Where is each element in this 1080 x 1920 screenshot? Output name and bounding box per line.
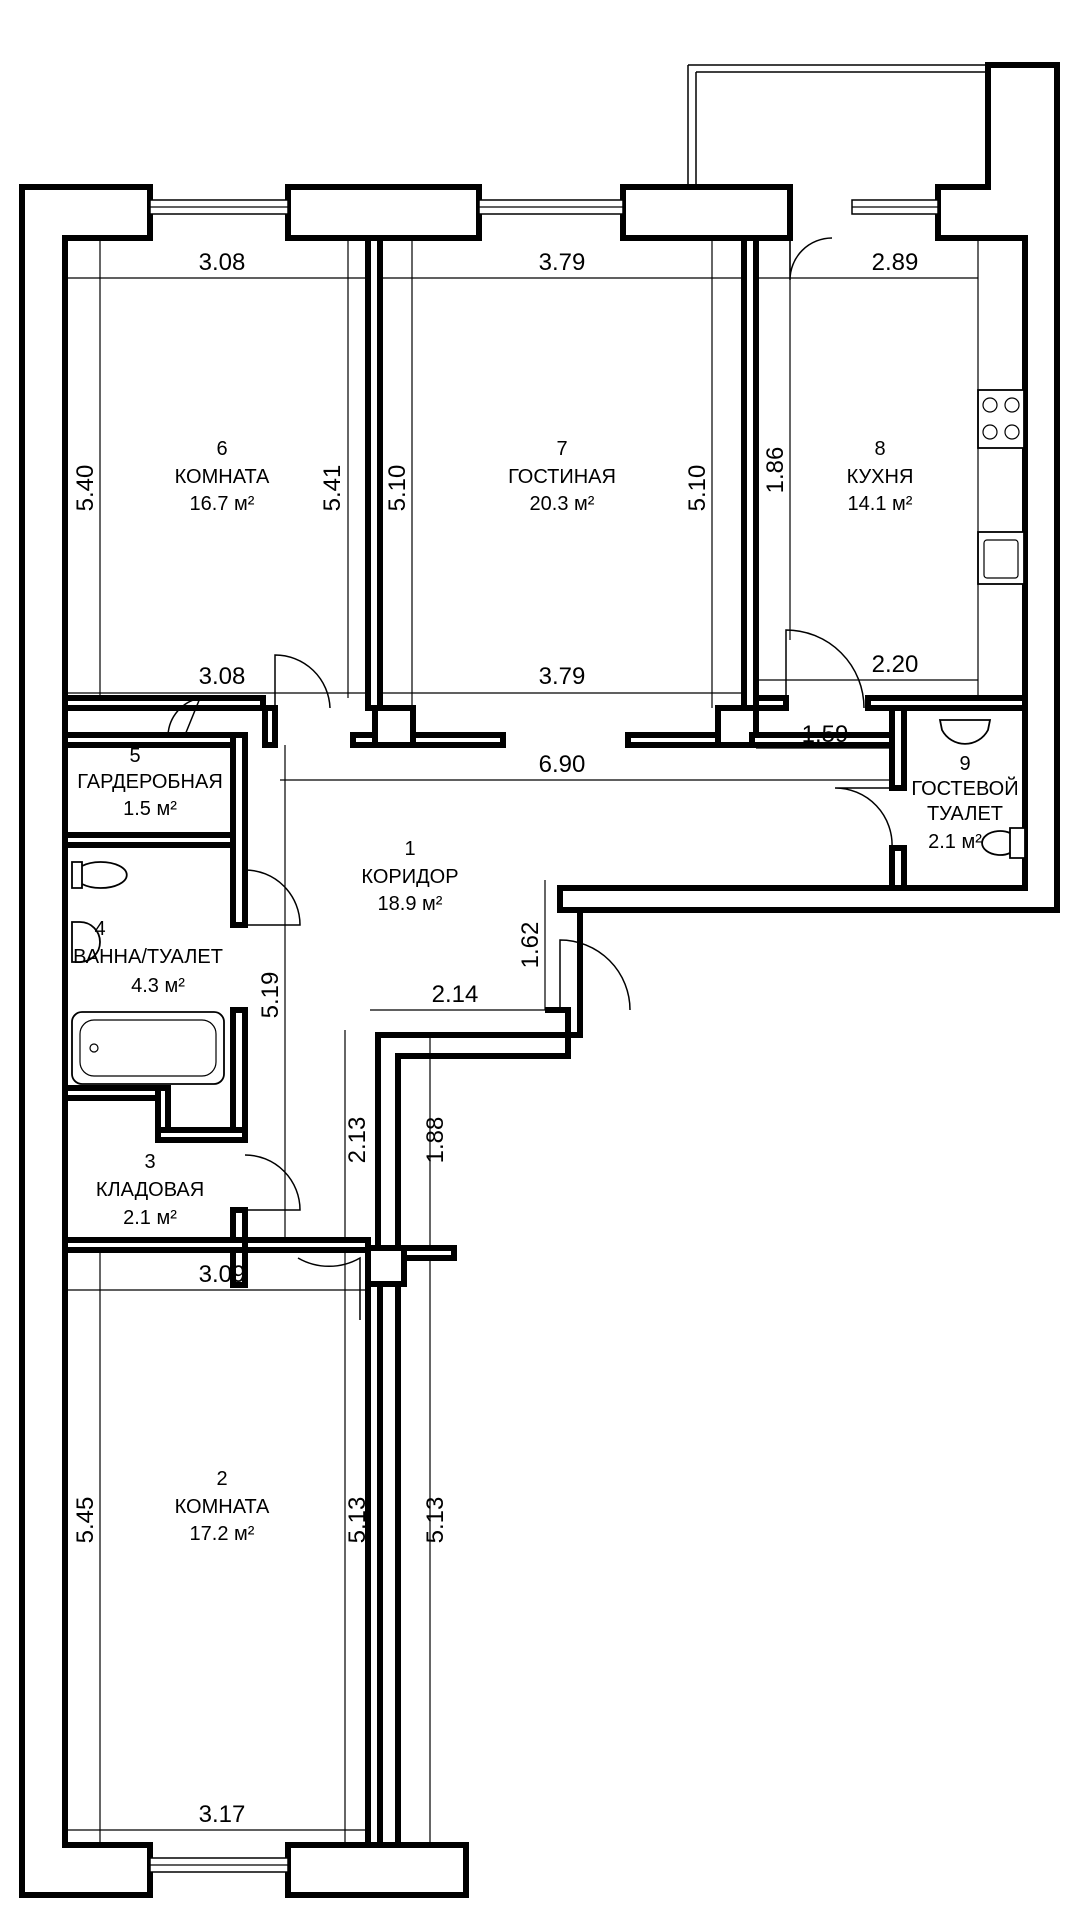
svg-text:КОМНАТА: КОМНАТА <box>175 466 270 488</box>
dim-r6-left: 5.40 <box>72 465 99 512</box>
dim-r6-top: 3.08 <box>199 249 246 276</box>
stove-icon <box>977 389 1025 449</box>
dim-r7-bottom: 3.79 <box>539 663 586 690</box>
svg-text:4: 4 <box>94 918 105 940</box>
room-2-label: 2 КОМНАТА 17.2 м² <box>175 1468 270 1545</box>
svg-text:2.1 м²: 2.1 м² <box>123 1207 177 1229</box>
svg-text:14.1 м²: 14.1 м² <box>848 493 913 515</box>
dim-corr-narrow-out: 1.88 <box>422 1117 449 1164</box>
svg-text:18.9 м²: 18.9 м² <box>378 893 443 915</box>
bathtub-icon <box>71 1011 225 1085</box>
room-3-label: 3 КЛАДОВАЯ 2.1 м² <box>96 1151 204 1229</box>
svg-text:5: 5 <box>129 745 140 767</box>
sink-icon <box>71 921 101 963</box>
dim-r2-right: 5.13 <box>344 1497 371 1544</box>
room-6-label: 6 КОМНАТА 16.7 м² <box>175 438 270 515</box>
room-5-label: 5 ГАРДЕРОБНАЯ 1.5 м² <box>77 745 223 820</box>
dim-r8-hall: 1.59 <box>802 721 849 748</box>
svg-text:4.3 м²: 4.3 м² <box>131 975 185 997</box>
dim-corr-long: 6.90 <box>539 751 586 778</box>
dim-r2-bottom: 3.17 <box>199 1801 246 1828</box>
dimension-lines <box>65 238 978 1845</box>
svg-text:ТУАЛЕТ: ТУАЛЕТ <box>927 803 1003 825</box>
svg-text:КУХНЯ: КУХНЯ <box>847 466 914 488</box>
dim-corr-step-v: 1.62 <box>517 922 544 969</box>
room-8-label: 8 КУХНЯ 14.1 м² <box>847 438 914 515</box>
svg-text:ГОСТЕВОЙ: ГОСТЕВОЙ <box>911 776 1018 800</box>
dim-r2-left: 5.45 <box>72 1497 99 1544</box>
dim-r7-left: 5.10 <box>384 465 411 512</box>
svg-text:1: 1 <box>404 838 415 860</box>
toilet-icon <box>71 861 128 889</box>
dim-r8-left: 1.86 <box>762 447 789 494</box>
svg-text:2: 2 <box>216 1468 227 1490</box>
doors <box>167 237 893 1320</box>
guest-toilet-icon <box>981 827 1026 859</box>
svg-text:20.3 м²: 20.3 м² <box>530 493 595 515</box>
svg-text:ГАРДЕРОБНАЯ: ГАРДЕРОБНАЯ <box>77 771 223 793</box>
svg-text:КЛАДОВАЯ: КЛАДОВАЯ <box>96 1179 204 1201</box>
dimension-labels: 3.08 3.08 5.40 5.41 3.79 3.79 5.10 5.10 … <box>72 249 918 1828</box>
svg-text:ГОСТИНАЯ: ГОСТИНАЯ <box>508 466 616 488</box>
room-9-label: 9 ГОСТЕВОЙ ТУАЛЕТ 2.1 м² <box>911 753 1018 853</box>
svg-text:8: 8 <box>874 438 885 460</box>
dim-r7-top: 3.79 <box>539 249 586 276</box>
svg-text:КОМНАТА: КОМНАТА <box>175 1496 270 1518</box>
room-4-label: 4 ВАННА/ТУАЛЕТ 4.3 м² <box>73 918 223 997</box>
svg-text:9: 9 <box>959 753 970 775</box>
room-labels: 6 КОМНАТА 16.7 м² 7 ГОСТИНАЯ 20.3 м² 8 К… <box>73 438 1019 1545</box>
dim-r8-bottom: 2.20 <box>872 651 919 678</box>
dim-r8-top: 2.89 <box>872 249 919 276</box>
room-7-label: 7 ГОСТИНАЯ 20.3 м² <box>508 438 616 515</box>
guest-sink-icon <box>938 719 992 745</box>
dim-r6-bottom: 3.08 <box>199 663 246 690</box>
svg-text:7: 7 <box>556 438 567 460</box>
dim-corr-vert: 5.19 <box>257 972 284 1019</box>
svg-text:КОРИДОР: КОРИДОР <box>361 866 458 888</box>
svg-text:ВАННА/ТУАЛЕТ: ВАННА/ТУАЛЕТ <box>73 946 223 968</box>
svg-text:3: 3 <box>144 1151 155 1173</box>
svg-text:16.7 м²: 16.7 м² <box>190 493 255 515</box>
dim-corr-step: 2.14 <box>432 981 479 1008</box>
dim-r2-top: 3.09 <box>199 1261 246 1288</box>
dim-r7-right: 5.10 <box>684 465 711 512</box>
dim-r6-right: 5.41 <box>319 465 346 512</box>
room-1-label: 1 КОРИДОР 18.9 м² <box>361 838 458 915</box>
svg-text:6: 6 <box>216 438 227 460</box>
dim-r2-outer: 5.13 <box>422 1497 449 1544</box>
svg-text:17.2 м²: 17.2 м² <box>190 1523 255 1545</box>
fixtures <box>71 238 1026 1085</box>
svg-text:1.5 м²: 1.5 м² <box>123 798 177 820</box>
windows <box>149 199 939 1873</box>
interior-walls <box>62 235 1028 1848</box>
svg-text:2.1 м²: 2.1 м² <box>928 831 982 853</box>
dim-corr-narrow: 2.13 <box>344 1117 371 1164</box>
